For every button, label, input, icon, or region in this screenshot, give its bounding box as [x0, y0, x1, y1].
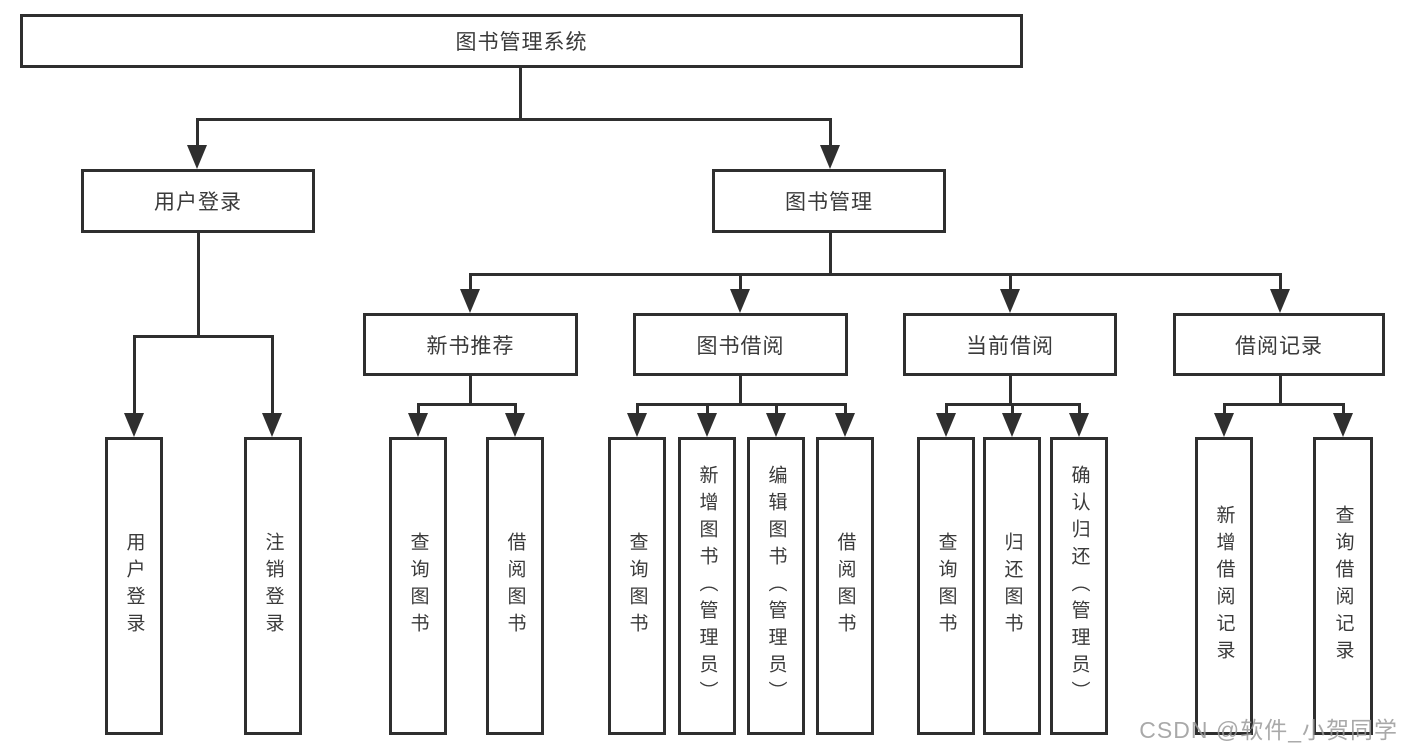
connector-line — [844, 403, 847, 417]
node-label: 查询图书 — [626, 532, 648, 640]
node-label: 编辑图书（管理员） — [765, 464, 787, 708]
connector-line — [271, 335, 274, 417]
connector-line — [739, 376, 742, 403]
node-borrowing-records: 借阅记录 — [1173, 313, 1385, 376]
node-label: 图书管理 — [785, 191, 873, 214]
leaf-add-books-admin: 新增图书（管理员） — [678, 437, 736, 735]
connector-line — [197, 233, 200, 335]
connector-line — [469, 273, 472, 293]
arrow-down-icon — [627, 413, 647, 437]
arrow-down-icon — [262, 413, 282, 437]
connector-line — [1223, 403, 1345, 406]
arrow-down-icon — [697, 413, 717, 437]
arrow-down-icon — [187, 145, 207, 169]
csdn-watermark: CSDN @软件_小贺同学 — [1139, 717, 1398, 743]
connector-line — [1009, 273, 1012, 293]
arrow-down-icon — [1002, 413, 1022, 437]
connector-line — [636, 403, 639, 417]
node-label: 当前借阅 — [966, 334, 1054, 358]
leaf-borrow-query-books: 查询图书 — [608, 437, 666, 735]
node-book-management-branch: 图书管理 — [712, 169, 946, 233]
node-label: 借阅图书 — [834, 532, 856, 640]
connector-line — [514, 403, 517, 417]
connector-line — [945, 403, 948, 417]
connector-line — [829, 118, 832, 150]
leaf-query-borrow-record: 查询借阅记录 — [1313, 437, 1373, 735]
connector-line — [196, 118, 199, 150]
node-label: 用户登录 — [123, 532, 145, 640]
connector-line — [417, 403, 517, 406]
node-label: 图书借阅 — [696, 334, 785, 358]
leaf-edit-books-admin: 编辑图书（管理员） — [747, 437, 805, 735]
connector-line — [1223, 403, 1226, 417]
leaf-return-books: 归还图书 — [983, 437, 1041, 735]
node-label: 新增借阅记录 — [1213, 505, 1235, 667]
arrow-down-icon — [408, 413, 428, 437]
leaf-user-login: 用户登录 — [105, 437, 163, 735]
connector-line — [133, 335, 136, 417]
connector-line — [1009, 376, 1012, 403]
leaf-logout: 注销登录 — [244, 437, 302, 735]
arrow-down-icon — [1214, 413, 1234, 437]
arrow-down-icon — [936, 413, 956, 437]
leaf-newbook-query-books: 查询图书 — [389, 437, 447, 735]
node-root-system: 图书管理系统 — [20, 14, 1023, 68]
node-label: 确认归还（管理员） — [1068, 464, 1090, 708]
arrow-down-icon — [1270, 289, 1290, 313]
node-label: 用户登录 — [154, 191, 242, 214]
arrow-down-icon — [835, 413, 855, 437]
node-label: 借阅记录 — [1235, 334, 1323, 358]
node-label: 新书推荐 — [426, 334, 515, 358]
node-current-borrowing: 当前借阅 — [903, 313, 1117, 376]
arrow-down-icon — [820, 145, 840, 169]
connector-line — [1011, 403, 1014, 417]
connector-line — [775, 403, 778, 417]
arrow-down-icon — [730, 289, 750, 313]
node-label: 图书管理系统 — [455, 31, 588, 54]
node-label: 归还图书 — [1001, 532, 1023, 640]
connector-line — [1279, 376, 1282, 403]
node-user-login-branch: 用户登录 — [81, 169, 315, 233]
connector-line — [829, 233, 832, 273]
connector-line — [1279, 273, 1282, 293]
connector-line — [636, 403, 847, 406]
connector-line — [133, 335, 274, 338]
node-label: 查询图书 — [935, 532, 957, 640]
arrow-down-icon — [505, 413, 525, 437]
leaf-add-borrow-record: 新增借阅记录 — [1195, 437, 1253, 735]
leaf-current-query-books: 查询图书 — [917, 437, 975, 735]
node-label: 查询借阅记录 — [1332, 505, 1354, 667]
arrow-down-icon — [1000, 289, 1020, 313]
node-label: 查询图书 — [407, 532, 429, 640]
node-label: 注销登录 — [262, 532, 284, 640]
arrow-down-icon — [460, 289, 480, 313]
arrow-down-icon — [1333, 413, 1353, 437]
node-label: 借阅图书 — [504, 532, 526, 640]
arrow-down-icon — [1069, 413, 1089, 437]
connector-line — [196, 118, 832, 121]
connector-line — [1342, 403, 1345, 417]
node-book-borrowing: 图书借阅 — [633, 313, 848, 376]
connector-line — [739, 273, 742, 293]
connector-line — [1078, 403, 1081, 417]
connector-line — [469, 376, 472, 403]
connector-line — [417, 403, 420, 417]
arrow-down-icon — [124, 413, 144, 437]
node-label: 新增图书（管理员） — [696, 464, 718, 708]
node-new-book-recommend: 新书推荐 — [363, 313, 578, 376]
leaf-borrow-borrow-books: 借阅图书 — [816, 437, 874, 735]
connector-line — [706, 403, 709, 417]
arrow-down-icon — [766, 413, 786, 437]
connector-line — [519, 68, 522, 118]
leaf-confirm-return-admin: 确认归还（管理员） — [1050, 437, 1108, 735]
leaf-newbook-borrow-books: 借阅图书 — [486, 437, 544, 735]
connector-line — [469, 273, 1281, 276]
